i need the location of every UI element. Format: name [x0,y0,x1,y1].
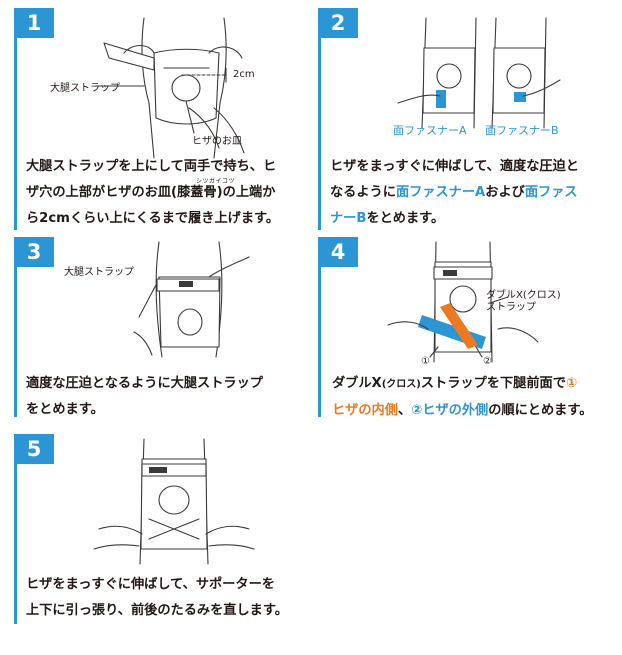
step-3-illustration [133,241,250,358]
step-5-bar [14,434,17,624]
step-2-label-fastener-a: 面ファスナーA [393,124,467,137]
step-2-label-fastener-b: 面ファスナーB [485,124,559,137]
step-4-bar [318,237,321,417]
step-2: 2 面ファスナーA 面ファスナーB ヒザをまっすぐに伸ばして、適度な圧迫と なる… [318,8,618,230]
step-1-label-2cm: 2cm [233,69,255,80]
step-1-illustration [95,17,245,159]
step-5: 5 ヒザをまっすぐに伸ばして、サポーターを 上下に引っ張り、前後のたるみを直しま… [14,434,314,624]
step-3-number: 3 [14,237,54,267]
step-3: 3 大腿ストラップ 適度な圧迫となるように大腿ストラップ をとめます。 [14,237,314,417]
step-2-illustration [397,17,561,129]
step-4-number: 4 [318,237,358,267]
step-4-label-double-x: ダブルX(クロス) ストラップ [486,290,561,313]
step-1-ruby: シツガイコツ [196,178,236,185]
step-1-label-thigh-strap: 大腿ストラップ [50,83,120,94]
step-4-illustration [387,241,539,363]
step-1-description: 大腿ストラップを上にして両手で持ち、ヒ ザ穴の上部がヒザのお皿(膝蓋骨)の上端か… [26,159,280,226]
step-4: 4 ダブルX(クロス) ストラップ ① ② ダブルX(クロス)ストラップを下腿前… [318,237,618,418]
step-1: 1 大腿ストラップ 2cm ヒザのお皿 シツガイコツ 大腿ストラップを上にして両… [14,8,314,230]
step-4-mark-1: ① [421,356,430,367]
step-5-description: ヒザをまっすぐに伸ばして、サポーターを 上下に引っ張り、前後のたるみを直します。 [26,577,288,618]
step-5-number: 5 [14,434,54,464]
step-3-description: 適度な圧迫となるように大腿ストラップ をとめます。 [26,376,263,417]
step-3-bar [14,237,17,417]
step-1-bar [14,8,17,230]
step-4-description: ダブルX(クロス)ストラップを下腿前面で① ヒザの内側、②ヒザの外側の順にとめま… [332,376,593,418]
step-4-mark-2: ② [483,356,492,367]
step-2-number: 2 [318,8,358,38]
step-2-description: ヒザをまっすぐに伸ばして、適度な圧迫と なるように面ファスナーAおよび面ファス … [330,159,579,226]
step-5-illustration [93,438,255,565]
step-1-number: 1 [14,8,54,38]
step-2-bar [318,8,321,230]
step-3-label-thigh-strap: 大腿ストラップ [64,267,134,278]
step-1-label-kneecap: ヒザのお皿 [192,136,242,147]
